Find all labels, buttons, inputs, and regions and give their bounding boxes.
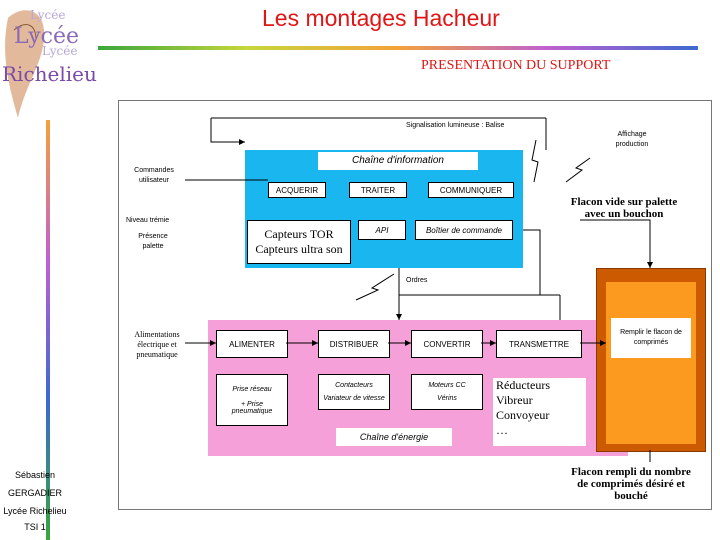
logo-word-richelieu: Richelieu: [2, 62, 97, 86]
signalisation-label: Signalisation lumineuse : Balise: [406, 122, 505, 129]
comm-out: [523, 229, 541, 295]
transmettre-box: TRANSMETTRE: [496, 330, 582, 358]
presence-label: Présence palette: [138, 233, 168, 250]
author-class: TSI 1: [24, 522, 46, 532]
moteurs-label: Moteurs CC: [428, 382, 466, 389]
flacon-vide-label: Flacon vide sur palette avec un bouchon: [570, 196, 678, 220]
transmettre-details-box: Réducteurs Vibreur Convoyeur …: [493, 378, 586, 446]
convertir-details-box: Moteurs CC Vérins: [411, 374, 483, 410]
section-subtitle: PRESENTATION DU SUPPORT: [421, 58, 611, 73]
vibreur-label: Vibreur: [496, 393, 533, 407]
verins-label: Vérins: [437, 395, 457, 402]
commandes-label: Commandes utilisateur: [134, 167, 174, 184]
author-first-name: Sébastien: [14, 470, 56, 480]
logo-ghost-word-2: Lycée: [42, 44, 78, 58]
author-last-name: GERGADIER: [7, 488, 62, 498]
capteurs-us-label: Capteurs ultra son: [255, 242, 343, 256]
school-logo: Lycée Lycée Lycée Richelieu: [0, 0, 100, 120]
acquerir-box: ACQUERIR: [268, 182, 326, 198]
alimenter-details-box: Prise réseau + Prise pneumatique: [216, 374, 288, 426]
variateur-label: Variateur de vitesse: [323, 395, 385, 402]
alimentations-label: Alimentations électrique et pneumatique: [134, 330, 180, 359]
affichage-label: Affichage production: [615, 131, 649, 148]
lightning-icon-3: [355, 273, 395, 301]
lightning-icon-2: [565, 157, 591, 183]
logo-leaf-icon: [5, 10, 45, 119]
energy-chain-title: Chaîne d'énergie: [336, 428, 452, 446]
reducteurs-label: Réducteurs: [496, 378, 550, 392]
left-gradient-strip: [46, 120, 50, 540]
prise-pneu-label: + Prise pneumatique: [231, 400, 273, 415]
convoyeur-label: Convoyeur: [496, 408, 550, 422]
prise-reseau-label: Prise réseau: [232, 385, 272, 393]
convertir-box: CONVERTIR: [411, 330, 483, 358]
alimenter-box: ALIMENTER: [216, 330, 288, 358]
author-school: Lycée Richelieu: [3, 506, 67, 516]
signal-line: [210, 118, 245, 143]
remplir-box: Remplir le flacon de comprimés: [611, 318, 691, 358]
logo-ghost-word: Lycée: [30, 8, 66, 22]
niveau-label: Niveau trémie: [126, 217, 170, 224]
traiter-box: TRAITER: [349, 182, 407, 198]
flacon-rempli-label: Flacon rempli du nombre de comprimés dés…: [571, 466, 691, 502]
distribuer-details-box: Contacteurs Variateur de vitesse: [318, 374, 390, 410]
logo-word-lycee: Lycée: [14, 24, 80, 49]
capteurs-box: Capteurs TOR Capteurs ultra son: [247, 220, 351, 264]
ordres-label: Ordres: [406, 277, 428, 284]
dots-label: …: [496, 423, 508, 437]
boitier-box: Boîtier de commande: [415, 220, 513, 240]
contacteurs-label: Contacteurs: [335, 382, 373, 389]
communiquer-box: COMMUNIQUER: [428, 182, 514, 198]
flacon-in-line: [580, 219, 651, 268]
api-box: API: [358, 220, 406, 240]
page-title: Les montages Hacheur: [262, 5, 500, 31]
capteurs-tor-label: Capteurs TOR: [264, 227, 334, 241]
distribuer-box: DISTRIBUER: [318, 330, 390, 358]
action-block-inner: [606, 282, 696, 444]
information-chain-title: Chaîne d'information: [318, 152, 478, 170]
lightning-icon-1: [531, 139, 539, 183]
title-underline: [98, 46, 698, 50]
